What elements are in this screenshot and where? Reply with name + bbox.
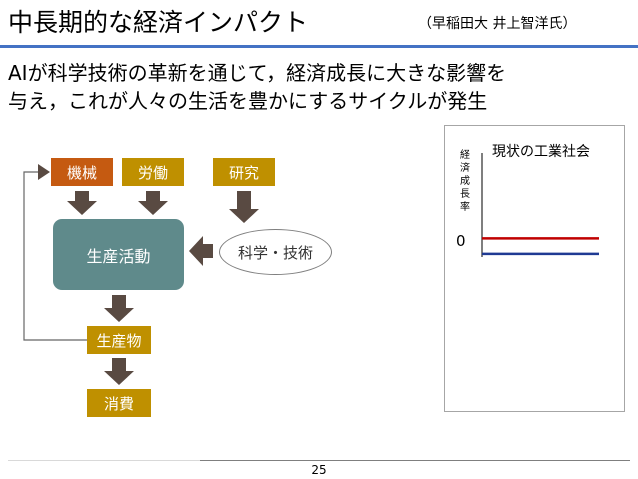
slide-title: 中長期的な経済インパクト <box>8 8 309 37</box>
chart-y-tick-zero: 0 <box>456 232 466 250</box>
page-number: 25 <box>311 463 327 477</box>
machine-box: 機械 <box>51 158 113 186</box>
labor-box: 労働 <box>122 158 184 186</box>
lead-line-1: AIが科学技術の革新を通じて，経済成長に大きな影響を <box>8 61 507 85</box>
lead-text: AIが科学技術の革新を通じて，経済成長に大きな影響を 与え，これが人々の生活を豊… <box>8 59 506 115</box>
arrow-kenkyu-to-gijutsu <box>229 191 259 223</box>
arrow-gijutsu-to-seisan <box>189 236 213 266</box>
footer-rule-left <box>8 460 200 461</box>
chart-frame <box>444 125 625 412</box>
chart-plot <box>481 153 599 257</box>
consumption-box: 消費 <box>87 389 151 417</box>
chart-series-group <box>482 237 599 256</box>
products-box: 生産物 <box>87 326 151 354</box>
chart-title: 現状の工業社会 <box>492 144 590 160</box>
research-box: 研究 <box>213 158 275 186</box>
arrow-seisan-to-seisanbutsu <box>104 295 134 322</box>
arrow-kikai-to-seisan <box>67 191 97 215</box>
title-rule <box>0 45 638 48</box>
footer-rule-right <box>200 460 630 461</box>
arrow-roudou-to-seisan <box>138 191 168 215</box>
lead-line-2: 与え，これが人々の生活を豊かにするサイクルが発生 <box>8 89 488 113</box>
feedback-loop-line <box>23 171 87 341</box>
science-technology-ellipse: 科学・技術 <box>219 229 332 275</box>
arrow-seisanbutsu-to-shouhi <box>104 358 134 385</box>
author-credit: （早稲田大 井上智洋氏） <box>418 16 577 32</box>
production-activity-box: 生産活動 <box>53 219 184 290</box>
feedback-arrow-head <box>38 164 50 180</box>
chart-y-axis-label: 経済成長率 <box>460 150 470 213</box>
